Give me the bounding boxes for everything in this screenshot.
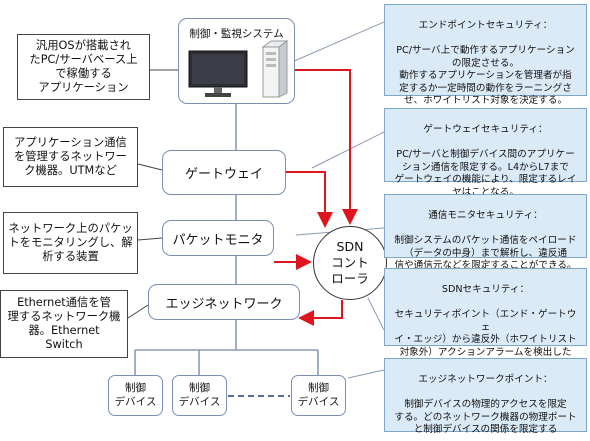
note-leader — [291, 21, 385, 63]
callout-gateway-desc: アプリケーション通信 を管理するネットワー ク機器。UTMなど — [3, 127, 138, 187]
note-body: PC/サーバ上で動作するアプリケーション の限定させる。 動作するアプリケーショ… — [396, 45, 575, 107]
note-body: 制御デバイスの物理的アクセスを限定 する。どのネットワーク機器の物理ポート と制… — [394, 399, 577, 436]
control-device: 制御 デバイス — [108, 375, 163, 416]
control-device: 制御 デバイス — [291, 375, 346, 416]
note-edge-network-point: エッジネットワークポイント： 制御デバイスの物理的アクセスを限定 する。どのネッ… — [384, 358, 587, 436]
control-device: 制御 デバイス — [172, 375, 227, 416]
sdn-controller: SDN コント ローラ — [313, 226, 387, 300]
system-title: 制御・監視システム — [189, 28, 284, 40]
note-title: ゲートウェイセキュリティ： — [423, 124, 548, 136]
arrow-sdn-to-edge — [298, 300, 343, 326]
note-leader — [311, 131, 385, 169]
callout-pc-server-app: 汎用OSが搭載され たPC/サーバベース上 で稼働する アプリケーション — [17, 34, 150, 100]
control-monitoring-system: 制御・監視システム — [178, 18, 295, 104]
arrow-gateway-to-sdn — [286, 171, 333, 228]
note-endpoint-security: エンドポイントセキュリティ： PC/サーバ上で動作するアプリケーション の限定さ… — [384, 4, 587, 106]
note-body: 制御システムのパケット通信をペイロード （データの中身）まで解析し、違反通 信や… — [394, 235, 577, 272]
note-title: エッジネットワークポイント： — [418, 374, 553, 386]
note-title: 通信モニタセキュリティ： — [428, 210, 543, 222]
note-gateway-security: ゲートウェイセキュリティ： PC/サーバと制御デバイス間のアプリケー ション通信… — [384, 108, 587, 198]
note-title: SDNセキュリティ： — [441, 284, 530, 296]
monitor-icon — [188, 50, 248, 97]
server-tower-icon — [261, 40, 289, 98]
callout-packet-monitor-desc: ネットワーク上のパケッ トをモニタリングし、解 析する装置 — [3, 212, 138, 274]
callout-leader — [127, 304, 149, 319]
arrow-system-to-sdn — [295, 69, 358, 225]
note-leader — [347, 369, 385, 379]
note-body: PC/サーバと制御デバイス間のアプリケー ション通信を限定する。L4からL7まで… — [394, 149, 577, 198]
packet-monitor-node: パケットモニタ — [162, 220, 274, 256]
callout-leader — [137, 163, 163, 171]
note-leader — [367, 297, 385, 331]
note-title: エンドポイントセキュリティ： — [418, 20, 553, 32]
callout-leader — [137, 237, 163, 241]
note-sdn-security: SDNセキュリティ： セキュリティポイント（エンド・ゲートウェ イ・エッジ）から… — [384, 268, 587, 370]
edge-network-node: エッジネットワーク — [148, 284, 300, 320]
callout-edge-network-desc: Ethernet通信を管 理するネットワーク機 器。Ethernet Switc… — [0, 290, 128, 358]
gateway-node: ゲートウェイ — [162, 150, 286, 195]
note-comm-monitor-security: 通信モニタセキュリティ： 制御システムのパケット通信をペイロード （データの中身… — [384, 194, 587, 271]
